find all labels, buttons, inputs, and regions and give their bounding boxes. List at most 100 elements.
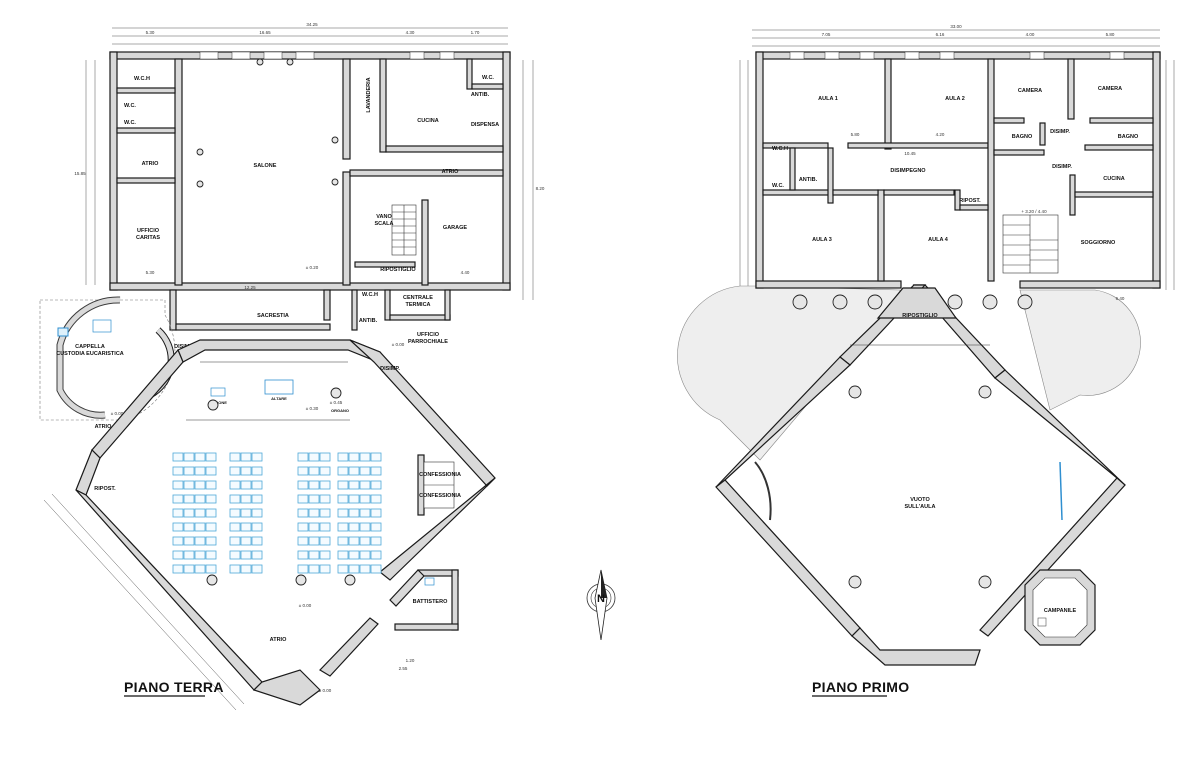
room-label: UFFICIO	[417, 332, 440, 338]
room-label: AULA 3	[812, 237, 832, 243]
pew-seat	[348, 480, 360, 490]
level-label: ± 0.00	[319, 688, 332, 693]
pew-seat	[337, 564, 349, 574]
room-label: RIPOST.	[94, 486, 116, 492]
pew-seat	[194, 494, 206, 504]
dim-label: 5.80	[851, 132, 860, 137]
dim-label: 4.40	[461, 270, 470, 275]
dim-label: 6.16	[936, 32, 945, 37]
pew-seat	[348, 550, 360, 560]
pew-seat	[359, 522, 371, 532]
pew-seat	[297, 480, 309, 490]
dim-label: 5.80	[1106, 32, 1115, 37]
room-label: W.C.H	[362, 292, 378, 298]
pew-seat	[251, 466, 263, 476]
pew-seat	[348, 522, 360, 532]
pew-seat	[183, 522, 195, 532]
room-label: RIPOSTIGLIO	[380, 267, 416, 273]
pew-seat	[229, 508, 241, 518]
ground-internal-walls	[116, 58, 504, 286]
pew-seat	[251, 550, 263, 560]
pew-seat	[194, 522, 206, 532]
room-label: W.C.	[772, 183, 784, 189]
pew-seat	[370, 536, 382, 546]
pew-seat	[205, 508, 217, 518]
room-label: CAMERA	[1098, 86, 1122, 92]
level-label: ± 0.00	[392, 342, 405, 347]
pew-seat	[319, 494, 331, 504]
pew-seat	[194, 480, 206, 490]
first-columns	[792, 294, 1033, 310]
pew-seat	[370, 494, 382, 504]
void-above-hall: RIPOSTIGLIO VUOTO SULL'AULA	[715, 284, 1126, 666]
dim-label: 15.85	[74, 171, 86, 176]
room-label: CARITAS	[136, 235, 160, 241]
pew-seat	[359, 494, 371, 504]
dim-label: 12.25	[244, 285, 256, 290]
pew-seat	[172, 508, 184, 518]
dim-label: 34.25	[306, 22, 318, 27]
north-arrow-icon: N	[586, 569, 616, 641]
room-label: CAMERA	[1018, 88, 1042, 94]
room-label: ATRIO	[142, 161, 159, 167]
church-hall: ALTARE AMBONE ORGANO ± 0.30 ± 0.45 DISIM…	[75, 339, 496, 706]
dim-label: 33.00	[950, 24, 962, 29]
pew-seat	[251, 564, 263, 574]
room-label: CUCINA	[417, 118, 438, 124]
room-label: DISIMP.	[380, 366, 400, 372]
room-label: BAGNO	[1118, 134, 1139, 140]
room-label: SALONE	[254, 163, 277, 169]
pew-seat	[229, 522, 241, 532]
pew-seat	[194, 508, 206, 518]
pew-seat	[240, 564, 252, 574]
ground-floor-title: PIANO TERRA	[124, 679, 224, 695]
pew-seat	[297, 522, 309, 532]
pew-seat	[337, 466, 349, 476]
room-label: BATTISTERO	[413, 599, 448, 605]
pew-seat	[308, 466, 320, 476]
organo-label: ORGANO	[331, 408, 349, 413]
pew-seat	[319, 522, 331, 532]
pew-seat	[205, 452, 217, 462]
pew-seat	[205, 480, 217, 490]
pew-seat	[319, 564, 331, 574]
pew-seat	[229, 452, 241, 462]
pew-seat	[359, 466, 371, 476]
pew-seat	[370, 480, 382, 490]
altar-label: ALTARE	[271, 396, 287, 401]
pew-seat	[370, 564, 382, 574]
pew-seat	[308, 564, 320, 574]
pew-seat	[251, 522, 263, 532]
room-label: AULA 4	[928, 237, 949, 243]
room-label: W.C.	[124, 103, 136, 109]
ground-room-labels: W.C.H W.C. W.C. ATRIO UFFICIO CARITAS SA…	[124, 75, 499, 275]
terrace	[677, 285, 901, 461]
pew-seat	[337, 550, 349, 560]
room-label: VANO	[376, 214, 392, 220]
room-label: ATRIO	[95, 424, 112, 430]
room-label: W.C.	[482, 75, 494, 81]
pew-seat	[240, 480, 252, 490]
pew-seat	[337, 494, 349, 504]
room-label: RIPOSTIGLIO	[902, 313, 938, 319]
room-label: PARROCHIALE	[408, 339, 448, 345]
pew-seat	[194, 564, 206, 574]
pew-seat	[319, 508, 331, 518]
room-label: SOGGIORNO	[1081, 240, 1116, 246]
pew-seat	[240, 466, 252, 476]
pew-seat	[183, 508, 195, 518]
pew-seat	[194, 452, 206, 462]
dim-label: 7.05	[822, 32, 831, 37]
pew-seat	[205, 550, 217, 560]
dim-label: 4.30	[406, 30, 415, 35]
ground-floor-plan: 34.25 16.65 5.30 4.30 1.70 15.85 8.20	[39, 22, 545, 711]
room-label: CONFESSIONIA	[419, 472, 461, 478]
pew-seat	[337, 480, 349, 490]
pew-seat	[337, 508, 349, 518]
pew-seat	[205, 466, 217, 476]
pew-seat	[229, 466, 241, 476]
pew-seat	[194, 466, 206, 476]
pew-seat	[359, 508, 371, 518]
first-room-labels: AULA 1 AULA 2 CAMERA CAMERA W.C.H W.C. A…	[772, 86, 1139, 301]
